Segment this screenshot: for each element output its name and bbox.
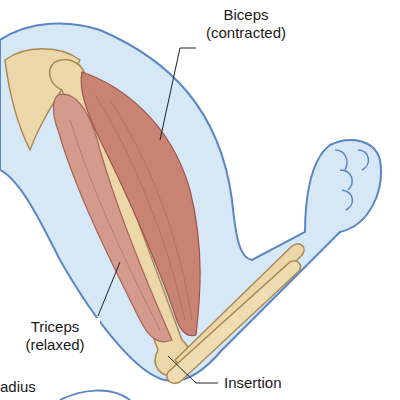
fist-lines [335,150,368,210]
muscle-label: Biceps (contracted) [198,6,294,42]
body-outline [0,23,381,381]
muscle-label: Triceps (relaxed) [10,318,100,354]
biceps-muscle [81,72,200,336]
leader-line [160,48,196,140]
leader-line [168,356,218,383]
muscle-fibres [70,95,192,330]
leader-line [98,262,120,316]
part-label: Insertion [222,374,284,392]
torso-outline [60,391,130,400]
bone-label: adius [0,378,38,396]
